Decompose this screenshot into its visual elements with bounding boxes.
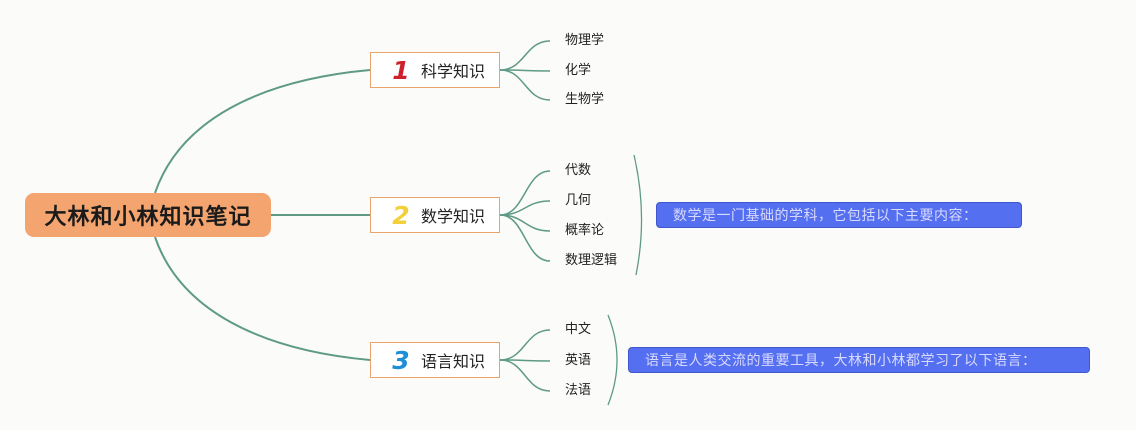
connector-branch-3-leaf-1 xyxy=(499,329,551,361)
leaf-topic[interactable]: 概率论 xyxy=(565,223,605,238)
connector-branch-1-leaf-3 xyxy=(499,69,551,101)
summary-note-label: 语言是人类交流的重要工具，大林和小林都学习了以下语言： xyxy=(645,353,1037,369)
summary-note-label: 数学是一门基础的学科，它包括以下主要内容： xyxy=(673,208,978,224)
summary-note-math[interactable]: 数学是一门基础的学科，它包括以下主要内容： xyxy=(656,202,1022,228)
branch-number-badge: 2 xyxy=(392,200,410,230)
connector-root-branch-3 xyxy=(154,236,371,361)
leaf-topic[interactable]: 法语 xyxy=(565,383,592,398)
leaf-topic[interactable]: 几何 xyxy=(565,193,592,208)
connector-branch-2-leaf-1 xyxy=(499,170,551,216)
branch-number-badge: 1 xyxy=(392,55,410,85)
summary-brace-branch-3 xyxy=(607,314,618,406)
leaf-topic[interactable]: 化学 xyxy=(565,63,592,78)
branch-topic-label: 语言知识 xyxy=(421,352,486,371)
leaf-topic[interactable]: 物理学 xyxy=(565,33,605,48)
summary-brace-branch-2 xyxy=(633,154,643,276)
branch-topic-label: 数学知识 xyxy=(421,207,486,226)
leaf-topic[interactable]: 英语 xyxy=(565,353,592,368)
leaf-topic[interactable]: 代数 xyxy=(565,163,592,178)
leaf-topic[interactable]: 生物学 xyxy=(565,92,605,107)
root-topic[interactable]: 大林和小林知识笔记 xyxy=(25,193,271,237)
branch-topic-language[interactable]: 3 语言知识 xyxy=(370,342,500,378)
summary-note-language[interactable]: 语言是人类交流的重要工具，大林和小林都学习了以下语言： xyxy=(628,347,1090,373)
connector-root-branch-1 xyxy=(154,69,371,194)
connector-branch-2-leaf-4 xyxy=(499,214,551,262)
branch-number-badge: 3 xyxy=(392,345,410,375)
branch-topic-science[interactable]: 1 科学知识 xyxy=(370,52,500,88)
connector-branch-3-leaf-3 xyxy=(499,359,551,392)
branch-topic-math[interactable]: 2 数学知识 xyxy=(370,197,500,233)
branch-topic-label: 科学知识 xyxy=(421,62,486,81)
leaf-topic[interactable]: 数理逻辑 xyxy=(565,253,618,268)
root-topic-label: 大林和小林知识笔记 xyxy=(44,205,252,230)
connector-branch-1-leaf-1 xyxy=(499,40,551,71)
leaf-topic[interactable]: 中文 xyxy=(565,322,592,337)
